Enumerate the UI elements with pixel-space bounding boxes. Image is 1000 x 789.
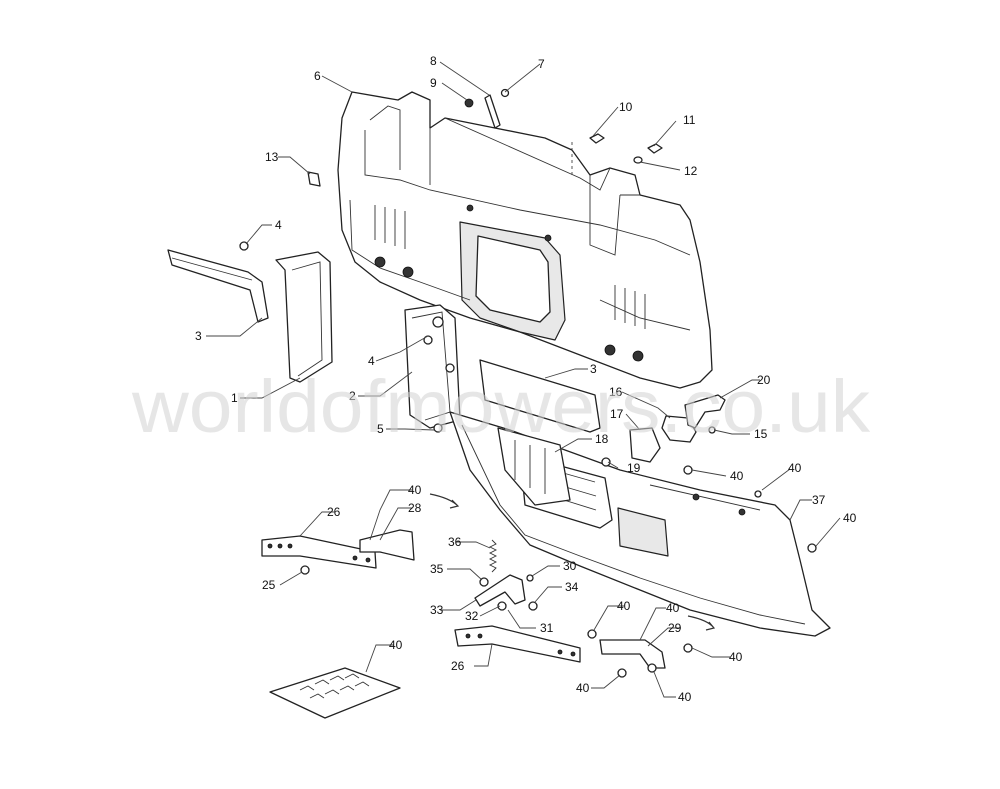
callout-40-right: 40 — [843, 511, 857, 525]
callout-30: 30 — [563, 559, 577, 573]
callout-15: 15 — [754, 427, 768, 441]
callout-19: 19 — [627, 461, 641, 475]
hardware-top — [307, 88, 663, 187]
callout-40-29: 40 — [666, 601, 680, 615]
callout-33: 33 — [430, 603, 444, 617]
latch-parts — [601, 394, 817, 553]
callout-40-lower-left: 40 — [576, 681, 590, 695]
callout-18: 18 — [595, 432, 609, 446]
callout-31: 31 — [540, 621, 554, 635]
callout-40-hinge-top: 40 — [408, 483, 422, 497]
callout-40-19: 40 — [730, 469, 744, 483]
callout-9: 9 — [430, 76, 437, 90]
callout-36: 36 — [448, 535, 462, 549]
callout-13: 13 — [265, 150, 279, 164]
hardware-kit-bag — [269, 667, 401, 719]
rear-body-panel — [337, 91, 713, 389]
arrow-28 — [429, 493, 460, 509]
callout-34: 34 — [565, 580, 579, 594]
floor-panel — [449, 411, 831, 637]
callout-labels: 6 8 7 9 10 11 12 13 4 3 1 4 2 5 3 16 20 … — [195, 54, 857, 704]
callout-40-panel: 40 — [788, 461, 802, 475]
callout-28: 28 — [408, 501, 422, 515]
callout-7: 7 — [538, 57, 545, 71]
callout-12: 12 — [684, 164, 698, 178]
callout-40-mid: 40 — [617, 599, 631, 613]
callout-5: 5 — [377, 422, 384, 436]
callout-40-lower-right: 40 — [729, 650, 743, 664]
callout-20: 20 — [757, 373, 771, 387]
callout-4-top: 4 — [275, 218, 282, 232]
callout-4-mid: 4 — [368, 354, 375, 368]
callout-3-mid: 3 — [590, 362, 597, 376]
callout-35: 35 — [430, 562, 444, 576]
callout-11: 11 — [683, 113, 696, 127]
callout-2: 2 — [349, 389, 356, 403]
leader-lines — [206, 61, 841, 698]
callout-1: 1 — [231, 391, 238, 405]
callout-3-left: 3 — [195, 329, 202, 343]
callout-29: 29 — [668, 621, 682, 635]
callout-6: 6 — [314, 69, 321, 83]
callout-26-bottom: 26 — [451, 659, 465, 673]
spring-pivot-parts — [474, 539, 538, 611]
callout-40-bottom: 40 — [678, 690, 692, 704]
watermark: worldofmowers.co.uk — [131, 365, 871, 448]
callout-8: 8 — [430, 54, 437, 68]
callout-17: 17 — [610, 407, 624, 421]
callout-25: 25 — [262, 578, 276, 592]
callout-10: 10 — [619, 100, 633, 114]
callout-26-top: 26 — [327, 505, 341, 519]
arrow-29 — [687, 615, 716, 631]
callout-32: 32 — [465, 609, 479, 623]
callout-40-kit: 40 — [389, 638, 403, 652]
hinge-plates — [261, 529, 693, 678]
callout-16: 16 — [609, 385, 623, 399]
callout-37: 37 — [812, 493, 826, 507]
